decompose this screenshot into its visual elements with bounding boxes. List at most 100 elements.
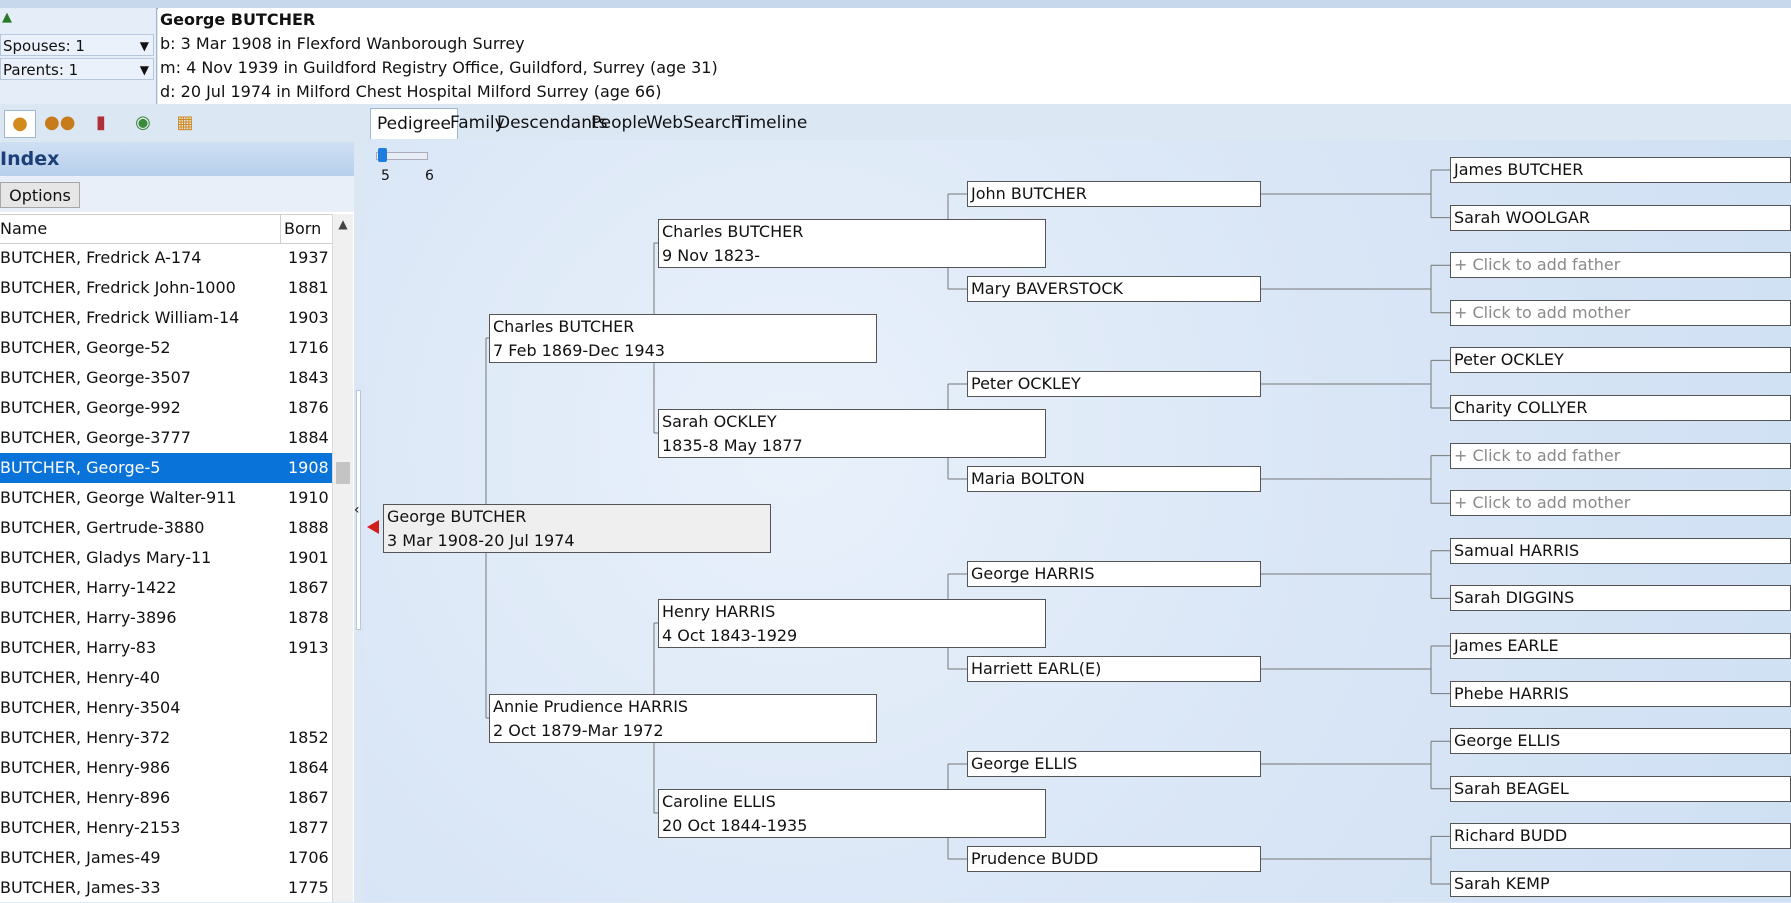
family-icon[interactable]: ●● [44, 112, 76, 133]
sources-icon[interactable]: ▮ [96, 112, 106, 133]
person-box-great-grandparent[interactable]: George ELLIS [967, 751, 1261, 777]
root-arrow-icon[interactable] [367, 520, 379, 534]
list-item-born: 1908 [288, 458, 329, 477]
column-name[interactable]: Name [0, 215, 281, 243]
person-box-great-grandparent[interactable]: Maria BOLTON [967, 466, 1261, 492]
add-parent-placeholder[interactable]: + Click to add mother [1450, 299, 1791, 326]
person-box-great-great-grandparent[interactable]: James BUTCHER [1450, 157, 1791, 183]
list-item-born: 1843 [288, 368, 329, 387]
person-box-dates: 20 Oct 1844-1935 [662, 816, 808, 835]
list-item-name: BUTCHER, Gertrude-3880 [0, 518, 205, 537]
list-item[interactable]: BUTCHER, Henry-3504 [0, 693, 332, 723]
index-title: Index [0, 142, 354, 176]
person-box-mother[interactable]: Annie Prudience HARRIS 2 Oct 1879-Mar 19… [489, 694, 877, 743]
list-item-name: BUTCHER, Henry-896 [0, 788, 171, 807]
list-item-name: BUTCHER, Henry-40 [0, 668, 161, 687]
slider-min-label: 5 [381, 168, 390, 184]
tab-timeline[interactable]: Timeline [735, 113, 808, 133]
tab-descendants[interactable]: Descendants [497, 113, 608, 133]
person-birth: b: 3 Mar 1908 in Flexford Wanborough Sur… [160, 34, 525, 53]
add-parent-placeholder[interactable]: + Click to add father [1450, 442, 1791, 469]
list-item-name: BUTCHER, Gladys Mary-11 [0, 548, 212, 567]
person-box-great-great-grandparent[interactable]: Sarah DIGGINS [1450, 585, 1791, 612]
person-box-great-great-grandparent[interactable]: Phebe HARRIS [1450, 680, 1791, 707]
parents-dropdown[interactable]: Parents: 1 ▼ [0, 58, 154, 80]
person-box-great-grandparent[interactable]: Mary BAVERSTOCK [967, 276, 1261, 302]
person-box-maternal-grandfather[interactable]: Henry HARRIS 4 Oct 1843-1929 [658, 599, 1046, 648]
scroll-up-icon[interactable]: ▲ [338, 217, 348, 231]
generation-slider[interactable] [376, 152, 428, 160]
person-icon[interactable]: ● [4, 110, 36, 138]
person-box-dates: 7 Feb 1869-Dec 1943 [493, 341, 665, 360]
list-item-born: 1901 [288, 548, 329, 567]
slider-max-label: 6 [425, 168, 434, 184]
tab-family[interactable]: Family [450, 113, 505, 133]
person-box-paternal-grandmother[interactable]: Sarah OCKLEY 1835-8 May 1877 [658, 409, 1046, 458]
person-box-great-grandparent[interactable]: George HARRIS [967, 561, 1261, 587]
person-box-great-great-grandparent[interactable]: Sarah KEMP [1450, 871, 1791, 897]
tab-people[interactable]: People [591, 113, 648, 133]
person-box-great-great-grandparent[interactable]: Peter OCKLEY [1450, 347, 1791, 374]
splitter-handle[interactable] [356, 390, 361, 630]
list-item-name: BUTCHER, Henry-2153 [0, 818, 181, 837]
index-scrollbar[interactable]: ▲ [332, 214, 353, 902]
person-box-great-grandparent[interactable]: Prudence BUDD [967, 846, 1261, 872]
list-item-born: 1876 [288, 398, 329, 417]
list-item-name: BUTCHER, Henry-372 [0, 728, 171, 747]
person-box-root[interactable]: George BUTCHER 3 Mar 1908-20 Jul 1974 [383, 504, 771, 553]
person-header: George BUTCHER b: 3 Mar 1908 in Flexford… [158, 8, 1791, 104]
person-box-name: Charles BUTCHER [662, 222, 804, 241]
person-box-great-great-grandparent[interactable]: James EARLE [1450, 633, 1791, 659]
person-box-great-great-grandparent[interactable]: Sarah WOOLGAR [1450, 204, 1791, 231]
add-parent-placeholder[interactable]: + Click to add mother [1450, 490, 1791, 517]
person-box-great-grandparent[interactable]: John BUTCHER [967, 181, 1261, 207]
collapse-arrow-icon[interactable]: ‹ [354, 502, 360, 518]
column-born[interactable]: Born [284, 219, 322, 238]
person-box-great-grandparent[interactable]: Peter OCKLEY [967, 371, 1261, 397]
tab-websearch[interactable]: WebSearch [646, 113, 742, 133]
list-item-born: 1910 [288, 488, 329, 507]
person-box-great-great-grandparent[interactable]: Sarah BEAGEL [1450, 775, 1791, 802]
panel-splitter[interactable]: ‹ [354, 104, 364, 902]
person-box-great-great-grandparent[interactable]: Richard BUDD [1450, 823, 1791, 850]
tab-pedigree[interactable]: Pedigree [370, 108, 458, 139]
person-box-paternal-grandfather[interactable]: Charles BUTCHER 9 Nov 1823- [658, 219, 1046, 268]
spouses-dropdown[interactable]: Spouses: 1 ▼ [0, 34, 154, 56]
generation-slider-knob[interactable] [378, 148, 387, 162]
person-box-name: Annie Prudience HARRIS [493, 697, 689, 716]
list-item-born: 1937 [288, 248, 329, 267]
person-box-great-great-grandparent[interactable]: George ELLIS [1450, 728, 1791, 755]
globe-icon[interactable]: ◉ [135, 112, 151, 133]
person-box-father[interactable]: Charles BUTCHER 7 Feb 1869-Dec 1943 [489, 314, 877, 363]
person-box-great-great-grandparent[interactable]: Samual HARRIS [1450, 537, 1791, 564]
calendar-icon[interactable]: ▦ [176, 112, 194, 133]
list-item[interactable]: BUTCHER, Gladys Mary-11 1901 [0, 543, 332, 573]
add-parent-placeholder[interactable]: + Click to add father [1450, 252, 1791, 279]
scrollbar-thumb[interactable] [336, 462, 350, 484]
list-item[interactable]: BUTCHER, Henry-40 [0, 663, 332, 693]
list-item-name: BUTCHER, Fredrick John-1000 [0, 278, 236, 297]
person-box-great-great-grandparent[interactable]: Charity COLLYER [1450, 395, 1791, 421]
person-box-great-grandparent[interactable]: Harriett EARL(E) [967, 656, 1261, 682]
person-box-maternal-grandmother[interactable]: Caroline ELLIS 20 Oct 1844-1935 [658, 789, 1046, 838]
options-button[interactable]: Options [0, 182, 80, 208]
